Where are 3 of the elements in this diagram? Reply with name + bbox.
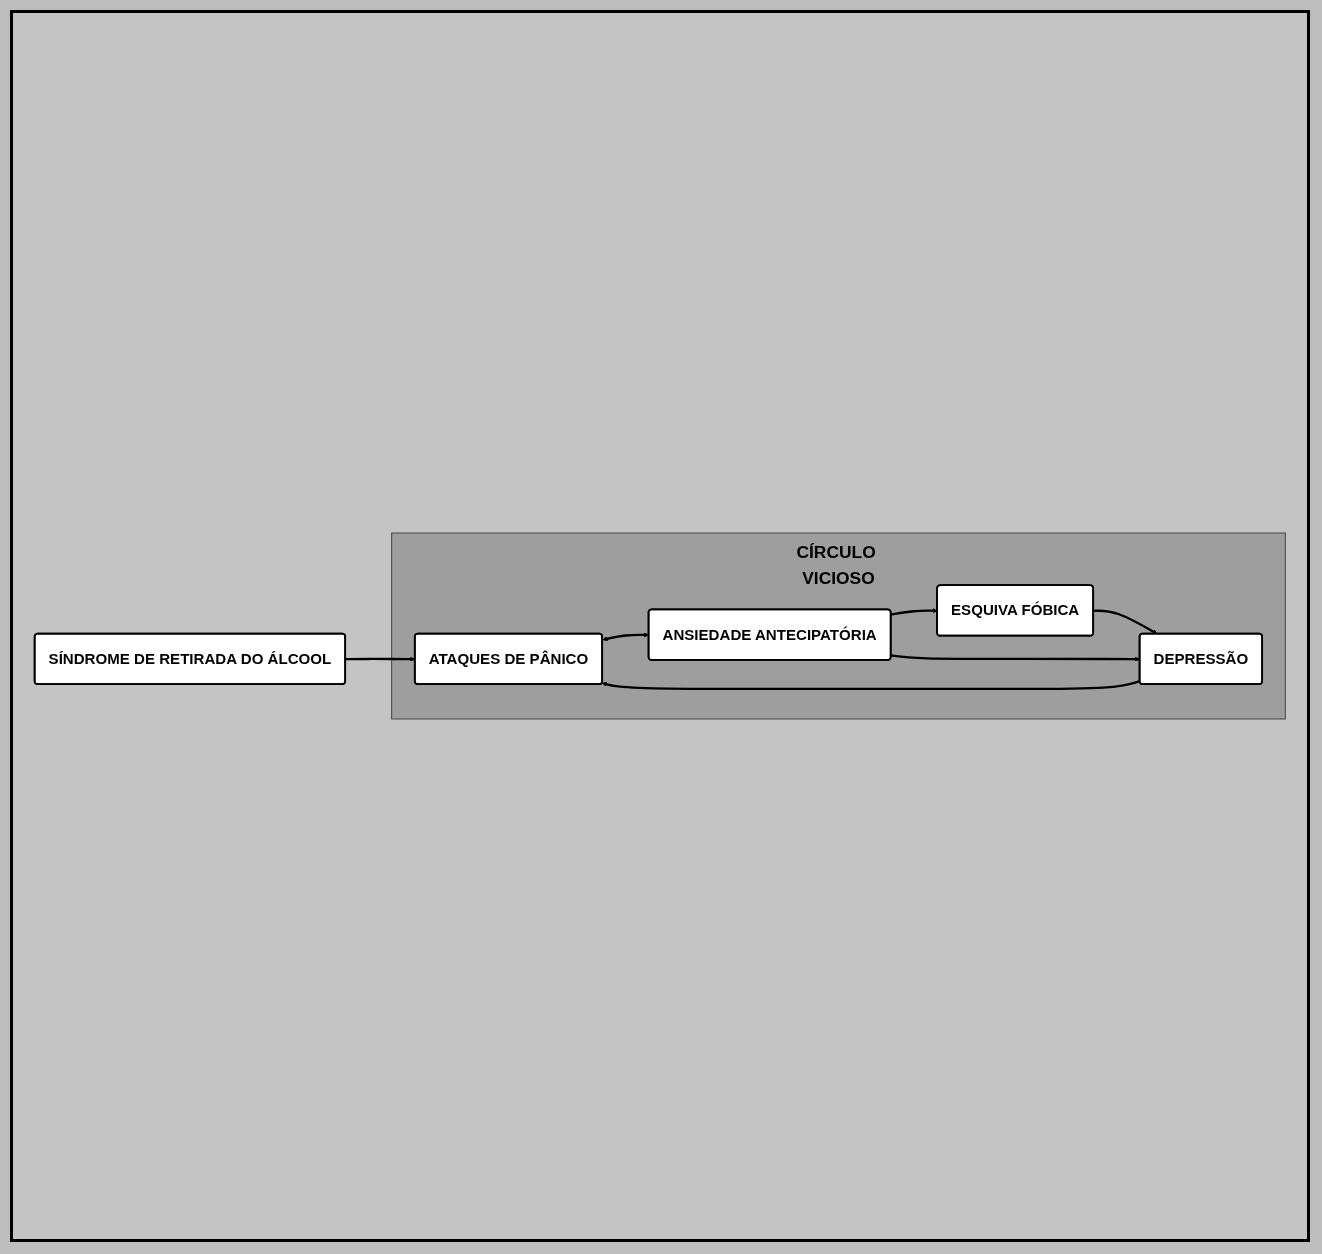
arrow — [890, 608, 938, 616]
arrow — [601, 679, 1141, 691]
arrow — [1093, 609, 1158, 635]
